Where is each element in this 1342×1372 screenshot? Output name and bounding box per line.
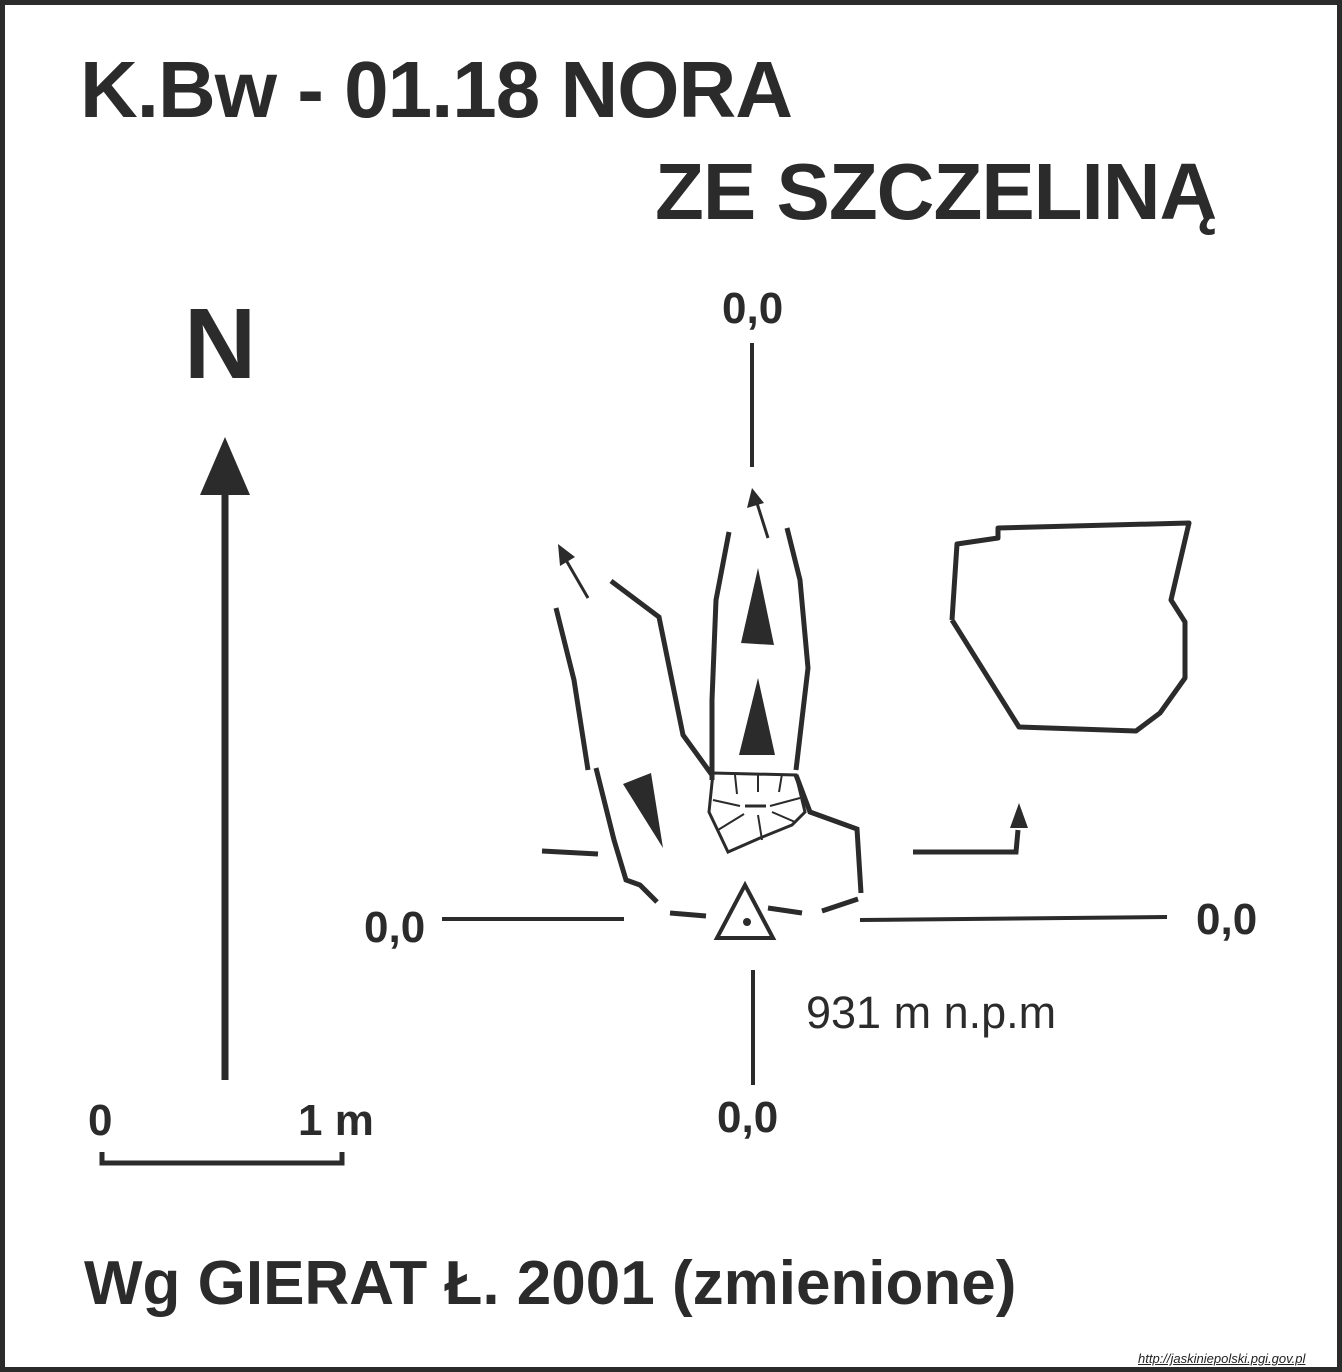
north-arrow-icon [200, 437, 250, 1080]
passage-arrow-icon [558, 488, 1028, 828]
scale-bar [99, 1152, 345, 1166]
coordinate-left: 0,0 [364, 903, 426, 952]
coordinate-bottom: 0,0 [717, 1093, 779, 1142]
cave-entrance-triangle-icon [713, 880, 777, 940]
scale-end-label: 1 m [298, 1096, 374, 1145]
source-url-link[interactable]: http://jaskiniepolski.pgi.gov.pl [1138, 1351, 1306, 1366]
coordinate-top: 0,0 [722, 284, 784, 333]
coordinate-right: 0,0 [1196, 895, 1258, 944]
cave-walls [541, 520, 1192, 919]
source-citation: Wg GIERAT Ł. 2001 (zmienione) [84, 1249, 1017, 1318]
elevation-label: 931 m n.p.m [806, 987, 1057, 1038]
boulder-icon [707, 771, 807, 854]
axis-lines [442, 343, 1168, 1085]
north-label: N [184, 288, 257, 400]
slope-markers [623, 568, 775, 848]
cave-title-line1: K.Bw - 01.18 NORA [80, 45, 793, 134]
scale-start-label: 0 [88, 1096, 113, 1145]
cave-title-line2: ZE SZCZELINĄ [655, 147, 1217, 236]
